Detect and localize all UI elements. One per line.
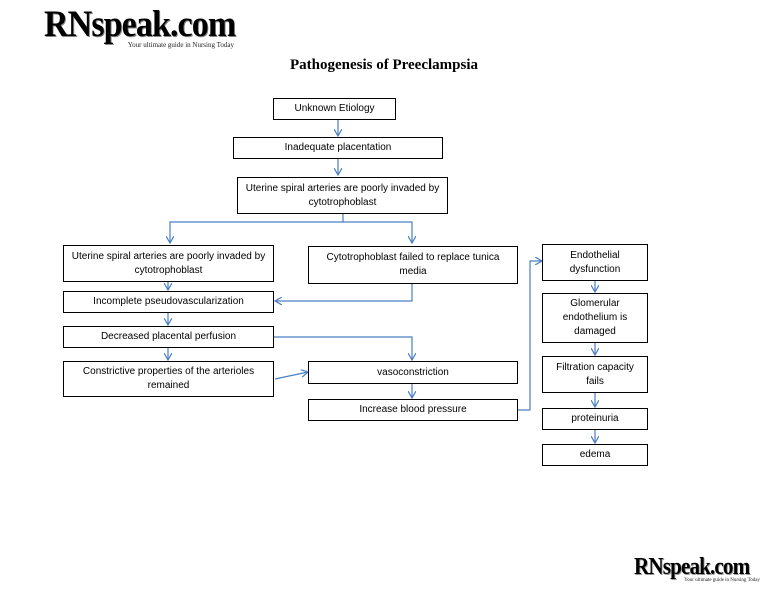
node-vasoconstriction: vasoconstriction [308, 361, 518, 384]
logo-tagline-bottom: Your ultimate guide in Nursing Today [684, 578, 760, 583]
logo-top: RNspeak.com Your ultimate guide in Nursi… [44, 6, 244, 49]
node-edema: edema [542, 444, 648, 466]
logo-wordmark-bottom: RNspeak.com [634, 554, 750, 580]
arrow-bp-to-endothelial [518, 261, 542, 411]
node-cytotrophoblast-failed: Cytotrophoblast failed to replace tunica… [308, 246, 518, 284]
node-spiral-arteries-top: Uterine spiral arteries are poorly invad… [237, 177, 448, 214]
arrow-cytotrophoblast-to-pseudovascularization [275, 284, 413, 301]
node-proteinuria: proteinuria [542, 408, 648, 430]
logo-tagline: Your ultimate guide in Nursing Today [127, 41, 234, 49]
node-spiral-arteries-left: Uterine spiral arteries are poorly invad… [63, 245, 274, 282]
node-decreased-placental-perfusion: Decreased placental perfusion [63, 326, 274, 348]
logo-wordmark: RNspeak.com [44, 4, 236, 45]
logo-bottom: RNspeak.com Your ultimate guide in Nursi… [634, 555, 760, 583]
arrow-perfusion-to-vasoconstriction [274, 336, 412, 360]
node-constrictive-properties: Constrictive properties of the arteriole… [63, 361, 274, 397]
node-incomplete-pseudovascularization: Incomplete pseudovascularization [63, 291, 274, 313]
node-glomerular-endothelium: Glomerular endothelium is damaged [542, 293, 648, 343]
node-endothelial-dysfunction: Endothelial dysfunction [542, 244, 648, 281]
node-increase-blood-pressure: Increase blood pressure [308, 399, 518, 421]
arrow-spiral-split [170, 214, 344, 243]
page-title: Pathogenesis of Preeclampsia [289, 57, 479, 73]
node-unknown-etiology: Unknown Etiology [273, 98, 396, 120]
arrow-spiral-to-cytotrophoblast [343, 221, 412, 243]
node-filtration-capacity: Filtration capacity fails [542, 356, 648, 393]
arrow-constrictive-to-vasoconstriction [274, 372, 308, 380]
node-inadequate-placentation: Inadequate placentation [233, 137, 443, 159]
